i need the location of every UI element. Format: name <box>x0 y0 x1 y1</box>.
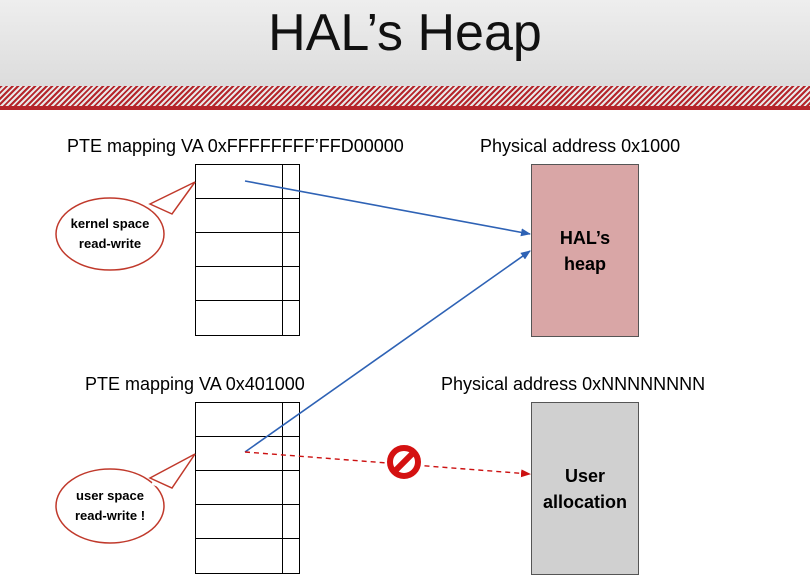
user-alloc-address-label: Physical address 0xNNNNNNNN <box>441 374 706 394</box>
page-table-row <box>196 199 299 233</box>
user-callout-line2: read-write ! <box>74 508 146 523</box>
kernel-mapping-arrow <box>244 180 531 237</box>
page-table-row <box>196 233 299 267</box>
user-page-table <box>195 402 300 574</box>
user-callout-line1: user space <box>76 488 144 503</box>
title-divider-line <box>0 106 810 110</box>
hal-heap-box-line1: HAL’s <box>559 227 611 248</box>
hal-heap-box-line2: heap <box>563 253 606 274</box>
blocked-mapping-arrow <box>244 451 531 478</box>
kernel-callout-text: kernel space read-write <box>60 214 160 254</box>
user-pte-label: PTE mapping VA 0x401000 <box>85 374 305 394</box>
kernel-pte-label: PTE mapping VA 0xFFFFFFFF’FFD00000 <box>67 136 404 156</box>
user-allocation-box-line2: allocation <box>542 491 627 512</box>
kernel-pte-row <box>196 165 299 199</box>
title-bar <box>0 0 810 86</box>
user-callout-text: user space read-write ! <box>60 486 160 526</box>
user-mapping-arrow <box>244 250 531 453</box>
user-allocation-box: User allocation <box>531 402 639 575</box>
page-table-row <box>196 267 299 301</box>
hal-heap-box: HAL’s heap <box>531 164 639 337</box>
kernel-callout-line2: read-write <box>78 236 142 251</box>
user-pte-row <box>196 437 299 471</box>
page-title: HAL’s Heap <box>268 4 542 62</box>
prohibited-icon <box>387 445 421 479</box>
kernel-space-callout <box>55 181 196 271</box>
user-space-callout <box>55 453 196 544</box>
page-table-row <box>196 403 299 437</box>
page-table-row <box>196 471 299 505</box>
page-table-row <box>196 505 299 539</box>
title-divider <box>0 86 810 106</box>
user-allocation-box-line1: User <box>564 465 605 486</box>
kernel-callout-line1: kernel space <box>70 216 150 231</box>
kernel-page-table <box>195 164 300 336</box>
hal-heap-address-label: Physical address 0x1000 <box>480 136 681 156</box>
